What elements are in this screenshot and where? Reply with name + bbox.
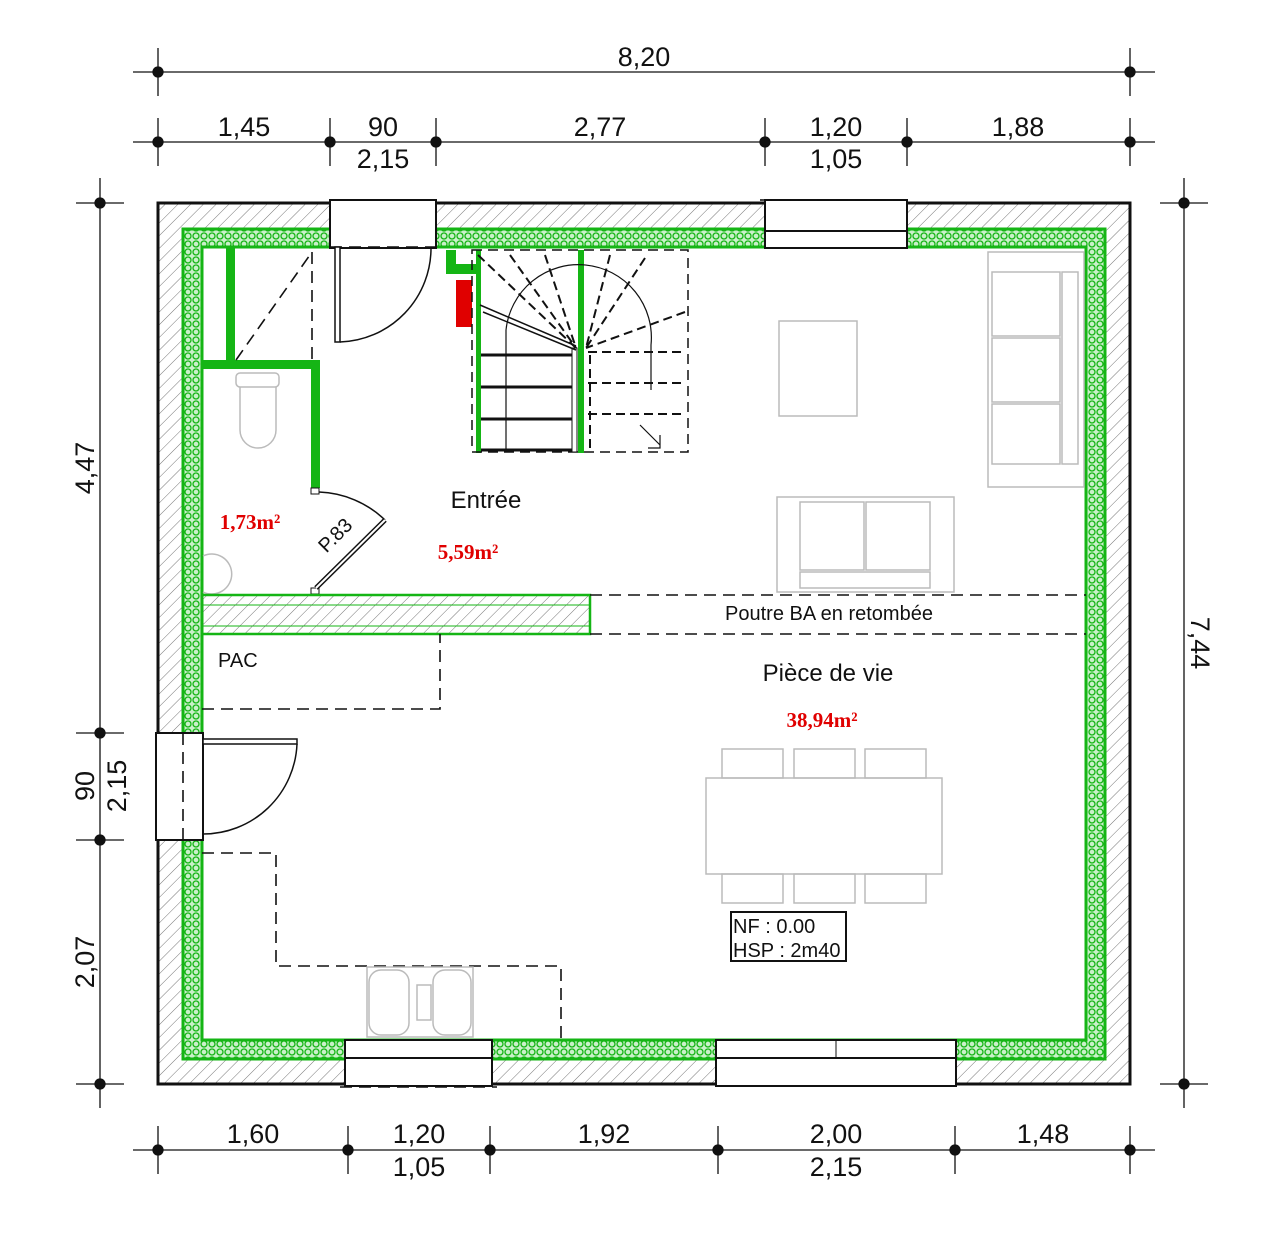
side-door bbox=[182, 733, 298, 840]
dim-left-sub: 2,15 bbox=[102, 760, 132, 813]
pac-label: PAC bbox=[218, 650, 258, 672]
dining-table bbox=[705, 748, 943, 904]
dim-right-total: 7,44 bbox=[1185, 617, 1215, 670]
dimension-lines bbox=[76, 48, 1208, 1174]
top-window bbox=[764, 199, 908, 249]
dimension-point bbox=[152, 1144, 164, 1156]
dimension-point bbox=[324, 136, 336, 148]
dim-top-total: 8,20 bbox=[618, 42, 671, 72]
dim-top-1: 1,45 bbox=[218, 112, 271, 142]
area-living: 38,94m² bbox=[786, 708, 857, 732]
dimension-point bbox=[1124, 1144, 1136, 1156]
dimension-point bbox=[430, 136, 442, 148]
dimension-point bbox=[94, 1078, 106, 1090]
dimension-point bbox=[901, 136, 913, 148]
dimension-point bbox=[94, 197, 106, 209]
dim-top-sub-1: 2,15 bbox=[357, 144, 410, 174]
dim-top-2: 90 bbox=[368, 112, 398, 142]
dim-top-3: 2,77 bbox=[574, 112, 627, 142]
dimension-point bbox=[484, 1144, 496, 1156]
dimension-point bbox=[342, 1144, 354, 1156]
chimney-flue bbox=[456, 280, 472, 327]
level-box: NF : 0.00 HSP : 2m40 bbox=[730, 911, 847, 962]
sofa-right bbox=[987, 251, 1085, 488]
coffee-table bbox=[778, 320, 858, 417]
concrete-beam bbox=[200, 593, 1086, 636]
staircase bbox=[446, 249, 689, 453]
dimension-point bbox=[94, 834, 106, 846]
sofa-bottom bbox=[776, 496, 955, 593]
dimension-point bbox=[949, 1144, 961, 1156]
dimension-point bbox=[94, 727, 106, 739]
room-label-entree: Entrée bbox=[451, 487, 522, 514]
entry-door bbox=[330, 246, 436, 343]
sink-icon bbox=[202, 553, 233, 595]
kitchen-sink-icon bbox=[366, 966, 474, 1038]
kitchen-counter bbox=[202, 852, 562, 1040]
dimension-point bbox=[712, 1144, 724, 1156]
area-wc: 1,73m² bbox=[220, 510, 281, 534]
side-door-opening bbox=[155, 732, 204, 841]
ceiling-height: HSP : 2m40 bbox=[733, 940, 840, 962]
beam-label: Poutre BA en retombée bbox=[725, 603, 933, 625]
dim-bottom-5: 1,48 bbox=[1017, 1119, 1070, 1149]
dimension-point bbox=[1124, 136, 1136, 148]
toilet-icon bbox=[235, 372, 280, 449]
floor-level: NF : 0.00 bbox=[733, 916, 815, 938]
dim-left-1: 4,47 bbox=[70, 442, 100, 495]
wc-partitions bbox=[202, 247, 387, 595]
dim-top-sub-2: 1,05 bbox=[810, 144, 863, 174]
dim-bottom-2: 1,20 bbox=[393, 1119, 446, 1149]
area-entree: 5,59m² bbox=[438, 540, 499, 564]
dim-bottom-1: 1,60 bbox=[227, 1119, 280, 1149]
dim-left-3: 2,07 bbox=[70, 936, 100, 989]
exterior-walls bbox=[155, 199, 1132, 1088]
dim-left-2: 90 bbox=[70, 771, 100, 801]
room-label-living: Pièce de vie bbox=[763, 660, 894, 687]
dim-bottom-3: 1,92 bbox=[578, 1119, 631, 1149]
pac-zone bbox=[202, 634, 441, 710]
dimension-point bbox=[759, 136, 771, 148]
bottom-window-left bbox=[344, 1039, 493, 1087]
dim-bottom-sub-1: 1,05 bbox=[393, 1152, 446, 1182]
dim-top-5: 1,88 bbox=[992, 112, 1045, 142]
dimension-point bbox=[152, 136, 164, 148]
dim-bottom-4: 2,00 bbox=[810, 1119, 863, 1149]
dim-top-4: 1,20 bbox=[810, 112, 863, 142]
dim-bottom-sub-2: 2,15 bbox=[810, 1152, 863, 1182]
entry-door-opening bbox=[329, 199, 437, 249]
